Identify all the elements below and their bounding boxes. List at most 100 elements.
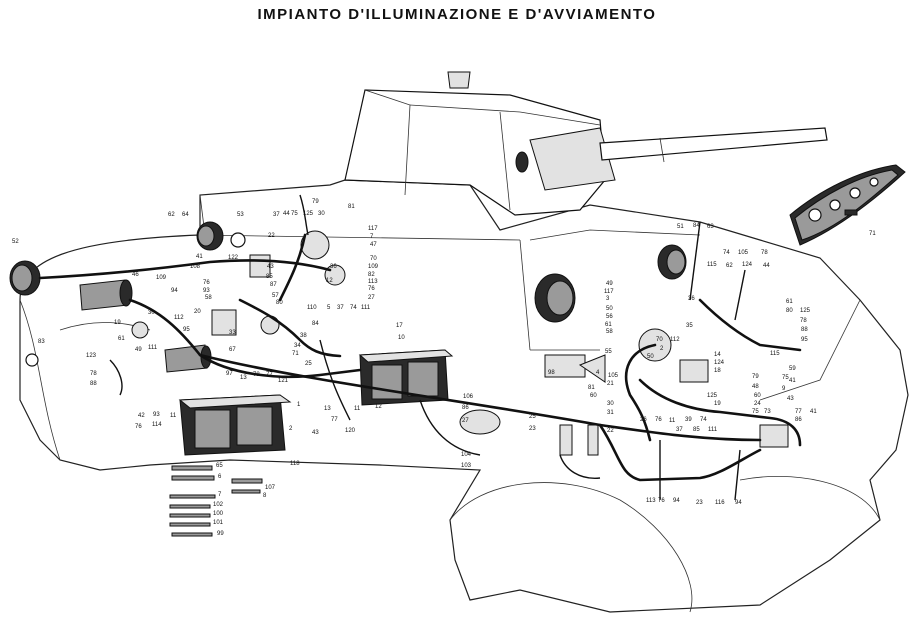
callout-number: 8 [263, 493, 267, 499]
callout-number: 74 [350, 305, 357, 311]
callout-number: 58 [606, 329, 613, 335]
callout-number: 117 [604, 289, 614, 295]
callout-number: 55 [605, 349, 612, 355]
callout-number: 30 [607, 401, 614, 407]
callout-number: 12 [375, 404, 382, 410]
callout-number: 78 [761, 250, 768, 256]
callout-number: 103 [461, 463, 472, 469]
callout-number: 22 [268, 233, 275, 239]
callout-number: 83 [38, 339, 45, 345]
callout-number: 43 [787, 396, 794, 402]
callout-number: 115 [707, 262, 717, 268]
callout-number: 46 [132, 272, 139, 278]
callout-number: 53 [237, 212, 244, 218]
callout-number: 102 [213, 502, 224, 508]
callout-number: 98 [548, 370, 555, 376]
loose-parts [169, 465, 263, 537]
callout-number: 62 [726, 263, 733, 269]
callout-number: 2 [660, 346, 664, 352]
callout-number: 67 [229, 347, 236, 353]
callout-number: 76 [655, 417, 662, 423]
callout-number: 124 [714, 360, 725, 366]
callout-number: 43 [312, 430, 319, 436]
callout-number: 30 [318, 211, 325, 217]
callout-number: 84 [693, 223, 700, 229]
callout-number: 5 [327, 305, 331, 311]
callout-number: 78 [800, 318, 807, 324]
callout-number: 88 [801, 327, 808, 333]
callout-number: 2 [289, 426, 293, 432]
callout-number: 71 [292, 351, 299, 357]
callout-number: 3 [606, 296, 610, 302]
callout-number: 52 [12, 239, 19, 245]
callout-number: 101 [213, 520, 224, 526]
callout-number: 111 [361, 305, 371, 311]
callout-number: 74 [700, 417, 707, 423]
diagram-title: IMPIANTO D'ILLUMINAZIONE E D'AVVIAMENTO [257, 6, 657, 23]
callout-number: 80 [786, 308, 793, 314]
callout-number: 60 [590, 393, 597, 399]
callout-number: 50 [647, 354, 654, 360]
callout-number: 38 [300, 333, 307, 339]
callout-number: 10 [398, 335, 405, 341]
callout-number: 11 [354, 406, 361, 412]
callout-number: 81 [588, 385, 595, 391]
callout-number: 99 [217, 531, 224, 537]
callout-number: 17 [396, 323, 403, 329]
callout-number: 25 [529, 414, 536, 420]
callout-number: 23 [696, 500, 703, 506]
callout-number: 124 [742, 262, 753, 268]
callout-number: 105 [608, 373, 619, 379]
callout-number: 80 [276, 300, 283, 306]
callout-number: 105 [738, 250, 749, 256]
callout-number: 75 [752, 409, 759, 415]
callout-number: 71 [869, 231, 876, 237]
callout-number: 56 [606, 314, 613, 320]
callout-number: 14 [714, 352, 721, 358]
callout-number: 27 [368, 295, 375, 301]
callout-number: 75 [291, 211, 298, 217]
callout-number: 33 [229, 330, 236, 336]
callout-number: 79 [752, 374, 759, 380]
callout-number: 21 [607, 381, 614, 387]
callout-number: 43 [267, 264, 274, 270]
callout-number: 11 [669, 418, 676, 424]
wiring-harness [38, 194, 802, 501]
callout-number: 106 [463, 394, 474, 400]
callout-number: 76 [658, 498, 665, 504]
callout-number: 94 [673, 498, 680, 504]
callout-number: 77 [795, 409, 802, 415]
callout-number: 87 [270, 282, 277, 288]
callout-number: 120 [345, 428, 356, 434]
callout-number: 111 [148, 345, 158, 351]
callout-number: 47 [370, 242, 377, 248]
callout-number: 30 [148, 310, 155, 316]
callout-number: 95 [801, 337, 808, 343]
callout-number: 93 [203, 288, 210, 294]
callout-number: 51 [677, 224, 684, 230]
callout-number: 41 [196, 254, 203, 260]
callout-number: 94 [735, 500, 742, 506]
callout-number: 7 [370, 234, 374, 240]
callout-number: 19 [114, 320, 121, 326]
callout-number: 34 [294, 343, 301, 349]
callout-number: 44 [283, 211, 290, 217]
instrument-panel [789, 164, 906, 246]
callout-number: 122 [228, 255, 239, 261]
callout-number: 115 [770, 351, 780, 357]
callout-number: 57 [272, 293, 279, 299]
callout-number: 50 [606, 306, 613, 312]
callout-number: 85 [693, 427, 700, 433]
callout-number: 13 [240, 375, 247, 381]
callout-number: 11 [170, 413, 177, 419]
callout-number: 116 [715, 500, 725, 506]
batteries [178, 349, 454, 456]
callout-number: 125 [303, 211, 314, 217]
callout-number: 81 [348, 204, 355, 210]
callout-number: 59 [789, 366, 796, 372]
callout-number: 26 [640, 417, 647, 423]
callout-number: 125 [707, 393, 718, 399]
